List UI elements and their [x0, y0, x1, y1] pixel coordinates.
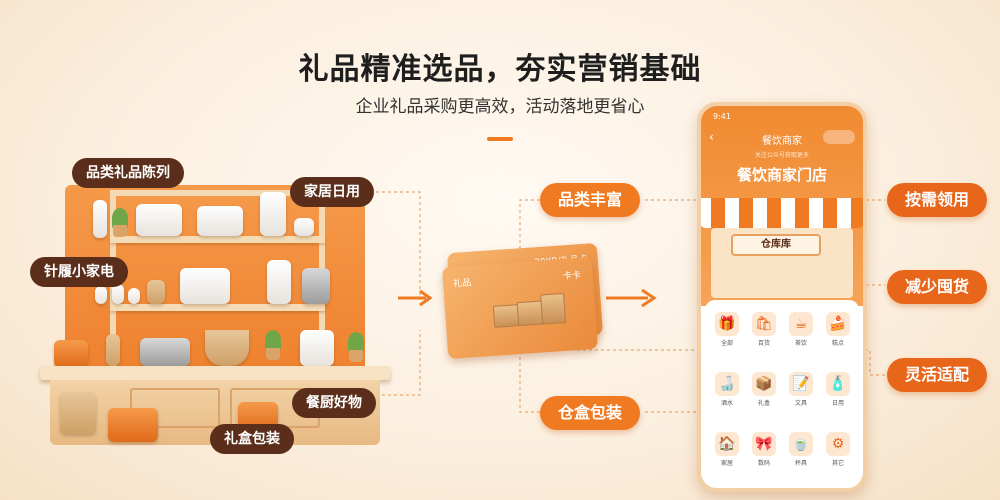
honey-jar	[147, 280, 165, 304]
pill-flexible-fit: 灵活适配	[887, 358, 988, 392]
category-item[interactable]: 🧴 日用	[822, 368, 854, 420]
thermos	[93, 200, 107, 238]
category-item[interactable]: 🏠 家居	[711, 428, 743, 480]
category-icon: 🏠	[715, 432, 739, 456]
utensil-holder	[106, 334, 120, 366]
category-grid: 🎁 全部 🛍 百货 ☕ 茶饮 🍰 糕点 🍶 酒水 📦 礼盒 📝 文具 🧴 日用 🏠 家居 🎀 数码 🍵 杯具 ⚙ 其它	[705, 300, 859, 488]
electric-kettle	[302, 268, 330, 304]
mug	[294, 218, 314, 236]
page-subtitle: 企业礼品采购更高效，活动落地更省心	[355, 97, 645, 117]
jar	[95, 286, 107, 304]
category-label: 糕点	[831, 340, 844, 347]
gift-bag	[54, 340, 88, 368]
category-label: 数码	[757, 460, 770, 467]
tag-kitchen-goods: 餐厨好物	[292, 388, 376, 418]
category-item[interactable]: 🎁 全部	[711, 308, 743, 360]
status-time: 9:41	[713, 112, 731, 121]
tag-gift-display: 品类礼品陈列	[72, 158, 184, 188]
category-item[interactable]: 🍰 糕点	[822, 308, 854, 360]
category-label: 茶饮	[794, 340, 807, 347]
blender	[267, 260, 291, 304]
category-icon: ☕	[789, 312, 813, 336]
category-item[interactable]: 🍵 杯具	[785, 428, 817, 480]
category-icon: 🍶	[715, 372, 739, 396]
category-icon: 🎁	[715, 312, 739, 336]
category-item[interactable]: ⚙ 其它	[822, 428, 854, 480]
tag-small-appliance: 针履小家电	[30, 257, 128, 287]
shelf-board	[110, 236, 325, 243]
category-item[interactable]: 🎀 数码	[748, 428, 780, 480]
category-icon: 🧴	[826, 372, 850, 396]
kraft-gift-bag	[60, 392, 96, 434]
plant-pot	[113, 225, 127, 237]
store-name: 餐饮商家门店	[736, 166, 827, 184]
category-icon: ⚙	[826, 432, 850, 456]
category-icon: 🛍	[752, 312, 776, 336]
plant-pot	[349, 350, 363, 362]
jar	[112, 284, 124, 304]
stew-pot	[180, 268, 230, 304]
shelf-board	[110, 304, 325, 311]
category-label: 酒水	[720, 400, 733, 407]
pill-warehouse-packaging: 仓盒包装	[540, 396, 641, 430]
category-item[interactable]: 📝 文具	[785, 368, 817, 420]
pill-reduce-stock: 减少囤货	[887, 270, 988, 304]
carton-icon	[540, 292, 567, 325]
category-label: 百货	[757, 340, 770, 347]
store-sign: 仓库库	[731, 234, 821, 256]
toaster	[197, 206, 243, 236]
kettle	[260, 192, 286, 236]
bread-basket	[205, 330, 249, 366]
plant-pot	[266, 348, 280, 360]
card-small-label: 礼品	[452, 278, 472, 290]
gift-card-front: 礼品 卡卡	[441, 256, 599, 360]
pill-on-demand: 按需领用	[887, 183, 988, 217]
phone-nav-title: 餐饮商家	[762, 136, 802, 147]
category-label: 文具	[794, 400, 807, 407]
tag-gift-box-packaging: 礼盒包装	[210, 424, 294, 454]
category-item[interactable]: 📦 礼盒	[748, 368, 780, 420]
plant	[348, 332, 364, 352]
category-item[interactable]: ☕ 茶饮	[785, 308, 817, 360]
shelf-counter-top	[40, 366, 390, 380]
category-icon: 📦	[752, 372, 776, 396]
tag-home-daily: 家居日用	[290, 177, 374, 207]
back-arrow-icon[interactable]: ‹	[709, 130, 714, 144]
category-item[interactable]: 🍶 酒水	[711, 368, 743, 420]
category-item[interactable]: 🛍 百货	[748, 308, 780, 360]
gift-box	[108, 408, 158, 442]
cooking-pot	[140, 338, 190, 366]
category-label: 礼盒	[757, 400, 770, 407]
category-icon: 🍰	[826, 312, 850, 336]
page-title: 礼品精准选品，夯实营销基础	[298, 52, 702, 87]
jar	[128, 288, 140, 304]
plant	[265, 330, 281, 350]
card-front-label: 卡卡	[562, 270, 582, 282]
rice-cooker-small	[300, 330, 334, 366]
category-label: 其它	[831, 460, 844, 467]
store-awning	[701, 198, 863, 228]
rice-cooker	[136, 204, 182, 236]
category-label: 家居	[720, 460, 733, 467]
pill-rich-categories: 品类丰富	[540, 183, 641, 217]
category-icon: 🎀	[752, 432, 776, 456]
title-underline	[487, 137, 513, 141]
category-label: 全部	[720, 340, 733, 347]
plant	[112, 208, 128, 228]
phone-small-text: 关注公众号获取更多	[754, 152, 809, 159]
menu-capsule-icon[interactable]	[823, 130, 855, 144]
category-label: 杯具	[794, 460, 807, 467]
category-icon: 📝	[789, 372, 813, 396]
category-label: 日用	[831, 400, 844, 407]
phone-mockup: 9:41 ‹ 餐饮商家 关注公众号获取更多 餐饮商家门店 仓库库 🎁 全部 🛍 百货 ☕…	[697, 102, 867, 492]
category-icon: 🍵	[789, 432, 813, 456]
